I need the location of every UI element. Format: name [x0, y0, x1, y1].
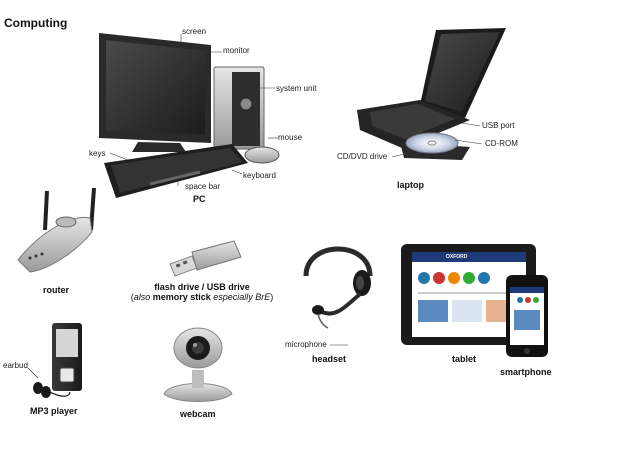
label-earbud: earbud	[3, 361, 28, 370]
smartphone-illustration	[506, 275, 548, 357]
caption-pc: PC	[193, 194, 206, 204]
caption-webcam: webcam	[180, 409, 216, 419]
label-keys: keys	[89, 149, 105, 158]
paren-close: )	[270, 292, 273, 302]
caption-router: router	[43, 285, 69, 295]
mp3-player-illustration	[28, 323, 82, 398]
label-mouse: mouse	[278, 133, 302, 142]
laptop-illustration	[357, 28, 506, 160]
caption-also: also	[134, 292, 151, 302]
label-space-bar: space bar	[185, 182, 220, 191]
label-usb-port: USB port	[482, 121, 514, 130]
label-monitor: monitor	[223, 46, 250, 55]
label-cd-rom: CD-ROM	[485, 139, 518, 148]
caption-especially: especially BrE	[213, 292, 270, 302]
webcam-illustration	[164, 328, 232, 402]
caption-memory-stick: memory stick	[150, 292, 213, 302]
caption-flash-drive-line1: flash drive / USB drive	[154, 282, 250, 292]
label-cd-dvd-drive: CD/DVD drive	[337, 152, 387, 161]
label-system-unit: system unit	[276, 84, 316, 93]
label-screen: screen	[182, 27, 206, 36]
router-illustration	[18, 188, 94, 272]
caption-laptop: laptop	[397, 180, 424, 190]
caption-mp3-player: MP3 player	[30, 406, 78, 416]
flash-drive-illustration	[170, 241, 241, 276]
caption-flash-drive: flash drive / USB drive (also memory sti…	[120, 282, 284, 302]
caption-smartphone: smartphone	[500, 367, 552, 377]
label-microphone: microphone	[285, 340, 327, 349]
headset-illustration	[306, 249, 371, 345]
caption-headset: headset	[312, 354, 346, 364]
caption-tablet: tablet	[452, 354, 476, 364]
tablet-screen-text: OXFORD	[446, 254, 467, 260]
label-keyboard: keyboard	[243, 171, 276, 180]
